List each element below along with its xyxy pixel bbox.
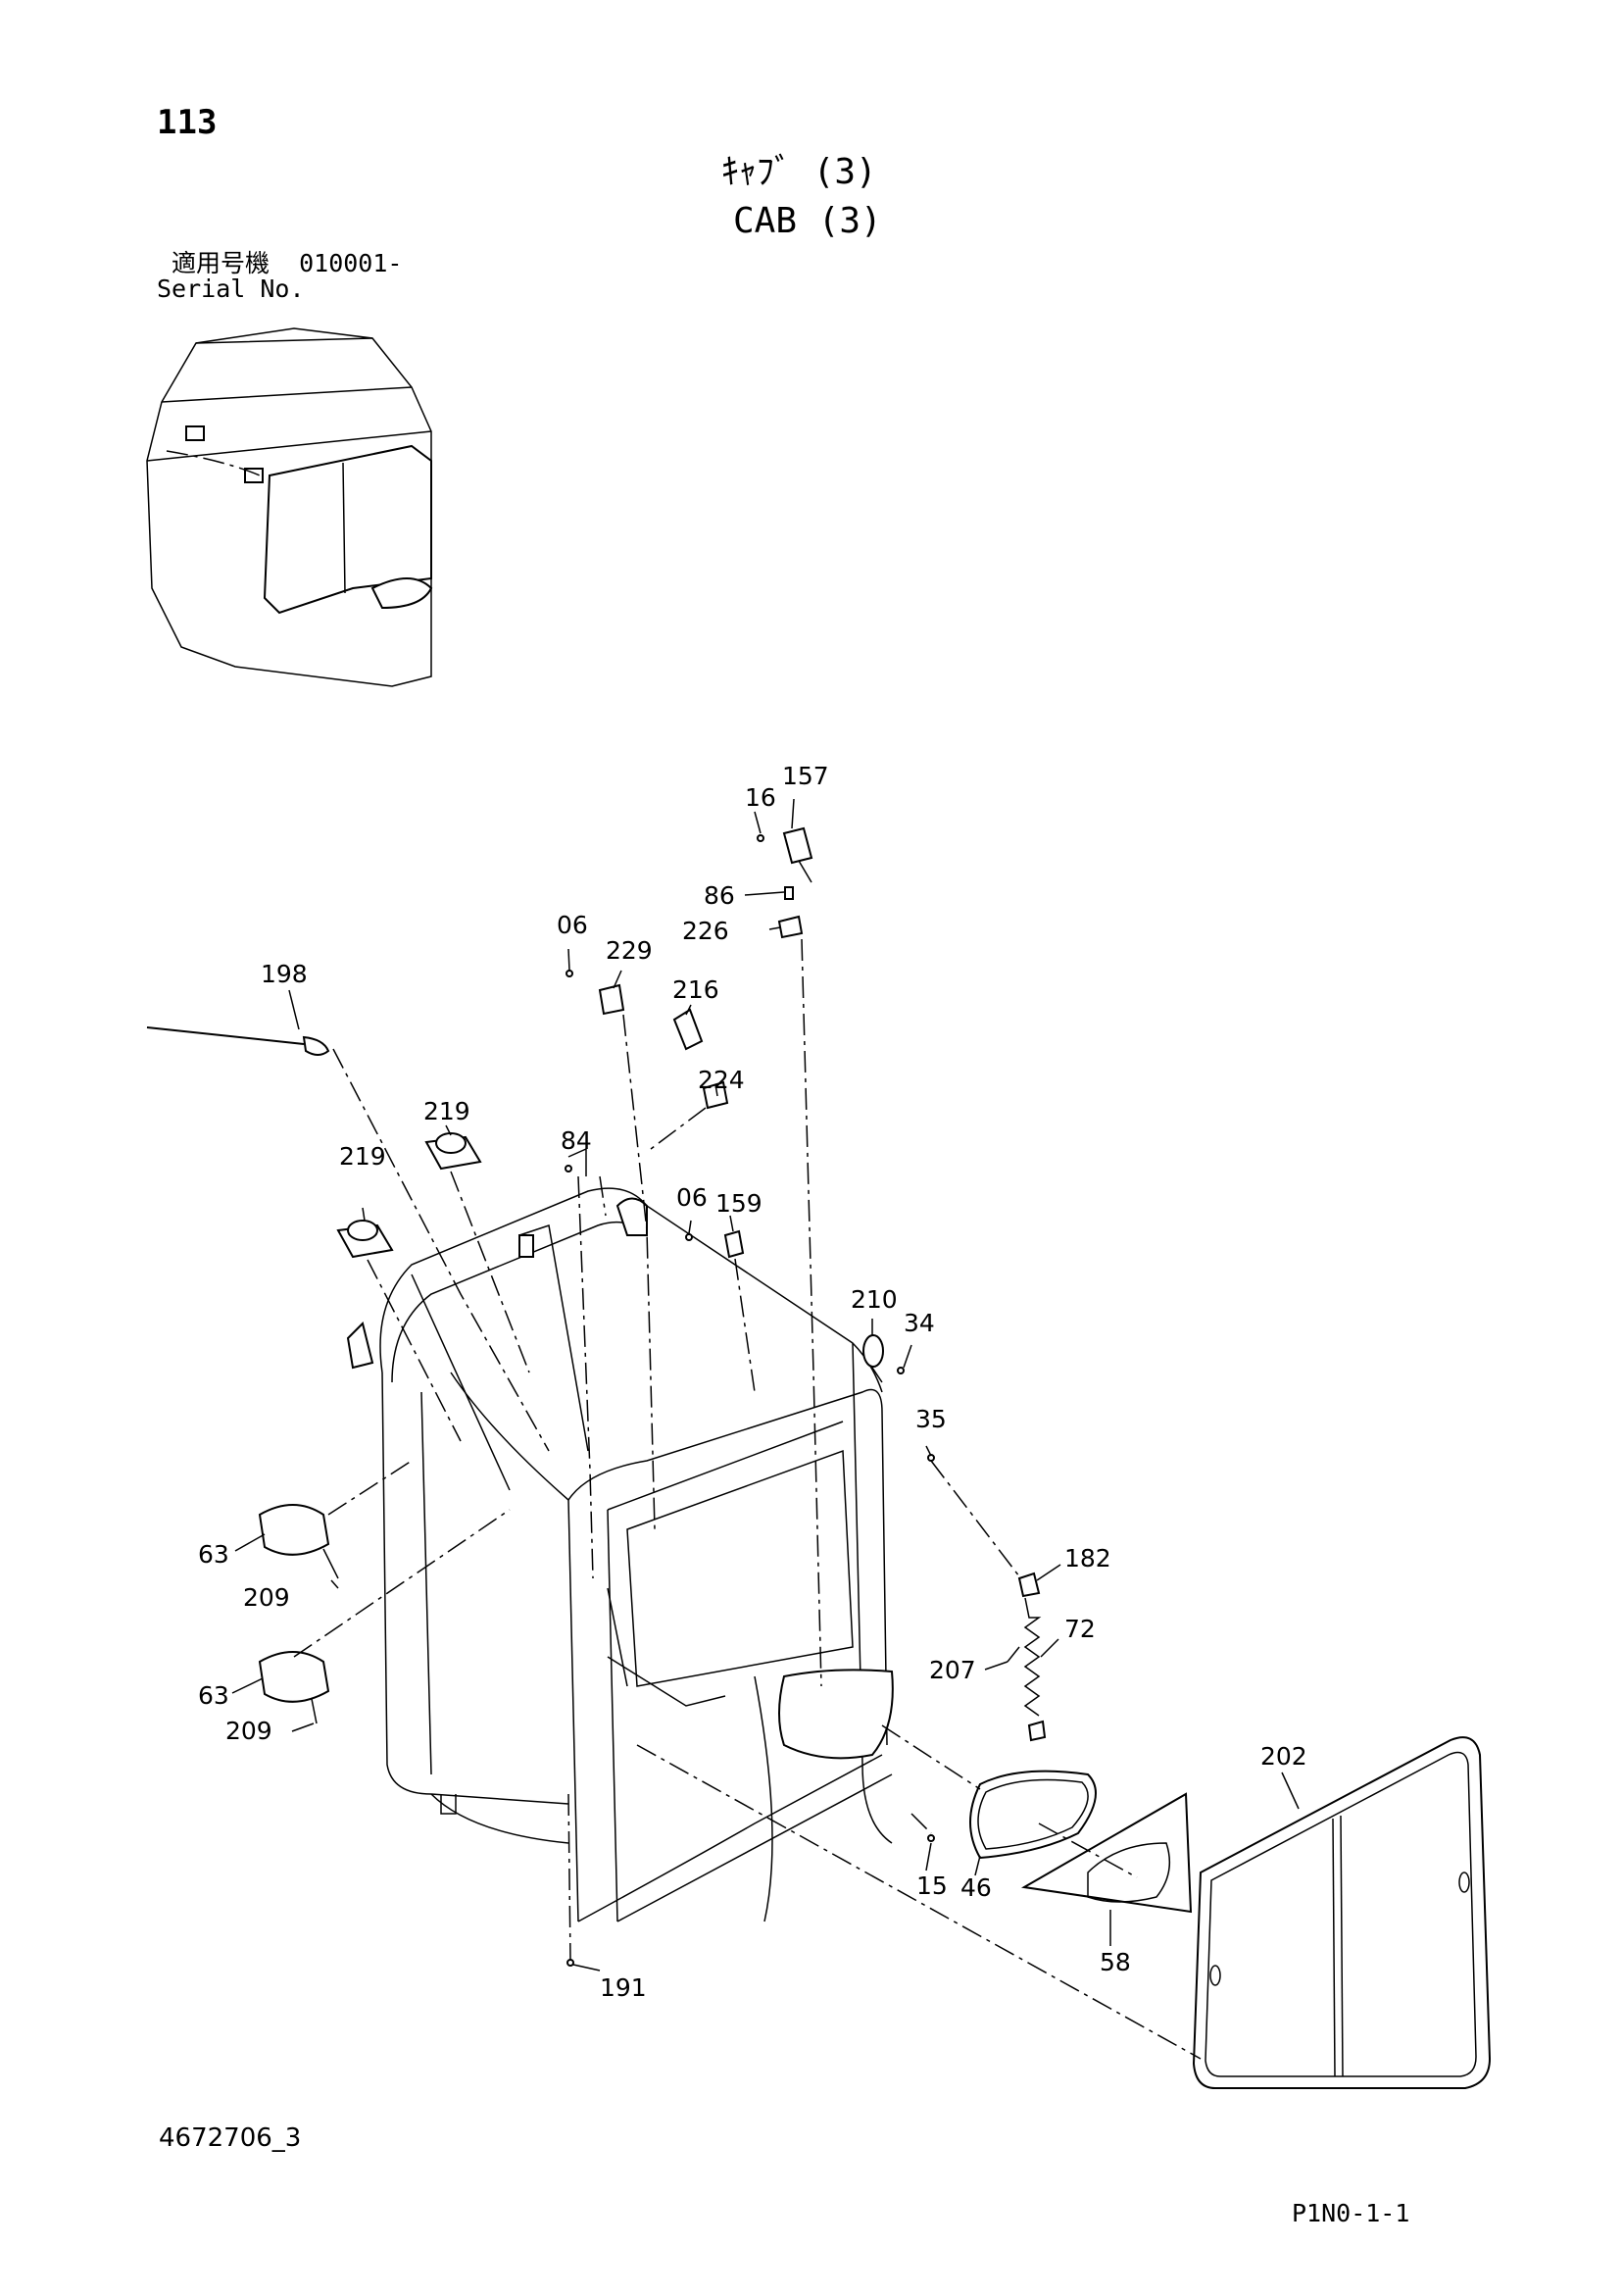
callout-226: 226 [682, 917, 729, 945]
callout-224: 224 [698, 1066, 745, 1094]
callout-06-upper: 06 [557, 911, 588, 939]
callout-182: 182 [1064, 1544, 1111, 1572]
part-16-screw [757, 834, 764, 842]
part-207-pin [1007, 1646, 1020, 1663]
cab-frame [346, 1187, 894, 1922]
part-06-screw-b [685, 1233, 693, 1241]
part-216-clip [672, 1008, 704, 1051]
callout-219-lower: 219 [339, 1142, 386, 1171]
part-34-screw [897, 1367, 905, 1374]
callout-16: 16 [745, 783, 776, 812]
page-number: 113 [157, 103, 218, 142]
callout-84: 84 [561, 1126, 592, 1155]
part-63-cover-a [258, 1504, 330, 1556]
callout-06-lower: 06 [676, 1183, 708, 1212]
callout-15: 15 [916, 1872, 948, 1900]
part-229-bracket [598, 983, 625, 1016]
callout-207: 207 [929, 1656, 976, 1684]
part-46-seal [969, 1770, 1097, 1860]
serial-label-japanese: 適用号機 010001- [172, 249, 403, 277]
part-210-grommet [862, 1334, 884, 1368]
part-58-window-glass [1021, 1792, 1193, 1914]
callout-202: 202 [1260, 1742, 1307, 1771]
part-159-clamp [723, 1229, 745, 1259]
callout-labels: 16 157 86 226 06 229 198 216 224 219 84 … [198, 762, 1307, 2002]
part-157-bracket [782, 826, 813, 883]
callout-198: 198 [261, 960, 308, 988]
callout-72: 72 [1064, 1615, 1096, 1643]
assembly-lines [293, 938, 1202, 2060]
serial-label-english: Serial No. [157, 275, 305, 303]
callout-159: 159 [715, 1189, 762, 1218]
part-226-nut [777, 915, 804, 939]
part-84-screw [565, 1165, 572, 1173]
callout-63-upper: 63 [198, 1540, 229, 1569]
cab-overview-thumbnail [146, 327, 433, 687]
part-72-spring [1023, 1597, 1042, 1717]
title-japanese: ｷｬﾌﾞ (3) [721, 152, 877, 192]
part-209-screw-a [322, 1548, 339, 1579]
part-202-door-window [1192, 1736, 1492, 2089]
part-86-washer [784, 886, 794, 900]
callout-157: 157 [782, 762, 829, 790]
callout-210: 210 [851, 1285, 898, 1314]
part-06-screw-a [566, 970, 573, 977]
callout-216: 216 [672, 975, 719, 1004]
part-15-screw [927, 1834, 935, 1842]
title-english: CAB (3) [733, 201, 882, 241]
callout-34: 34 [904, 1309, 935, 1337]
callout-63-lower: 63 [198, 1681, 229, 1710]
callout-58: 58 [1100, 1948, 1131, 1976]
part-224-block [702, 1080, 729, 1110]
part-63-cover-b [258, 1651, 330, 1703]
document-number: 4672706_3 [159, 2123, 302, 2153]
page-code: P1N0-1-1 [1292, 2199, 1410, 2227]
callout-209-upper: 209 [243, 1583, 290, 1612]
part-209-screw-b [311, 1698, 318, 1724]
callout-209-lower: 209 [225, 1717, 272, 1745]
callout-46: 46 [960, 1873, 992, 1902]
callout-leaders [231, 798, 1300, 1972]
part-182-bracket [1017, 1572, 1041, 1598]
callout-86: 86 [704, 881, 735, 910]
part-198-antenna [146, 1026, 305, 1045]
callout-229: 229 [606, 936, 653, 965]
callout-35: 35 [915, 1405, 947, 1433]
callout-219-upper: 219 [423, 1097, 470, 1125]
callout-191: 191 [600, 1973, 647, 2002]
